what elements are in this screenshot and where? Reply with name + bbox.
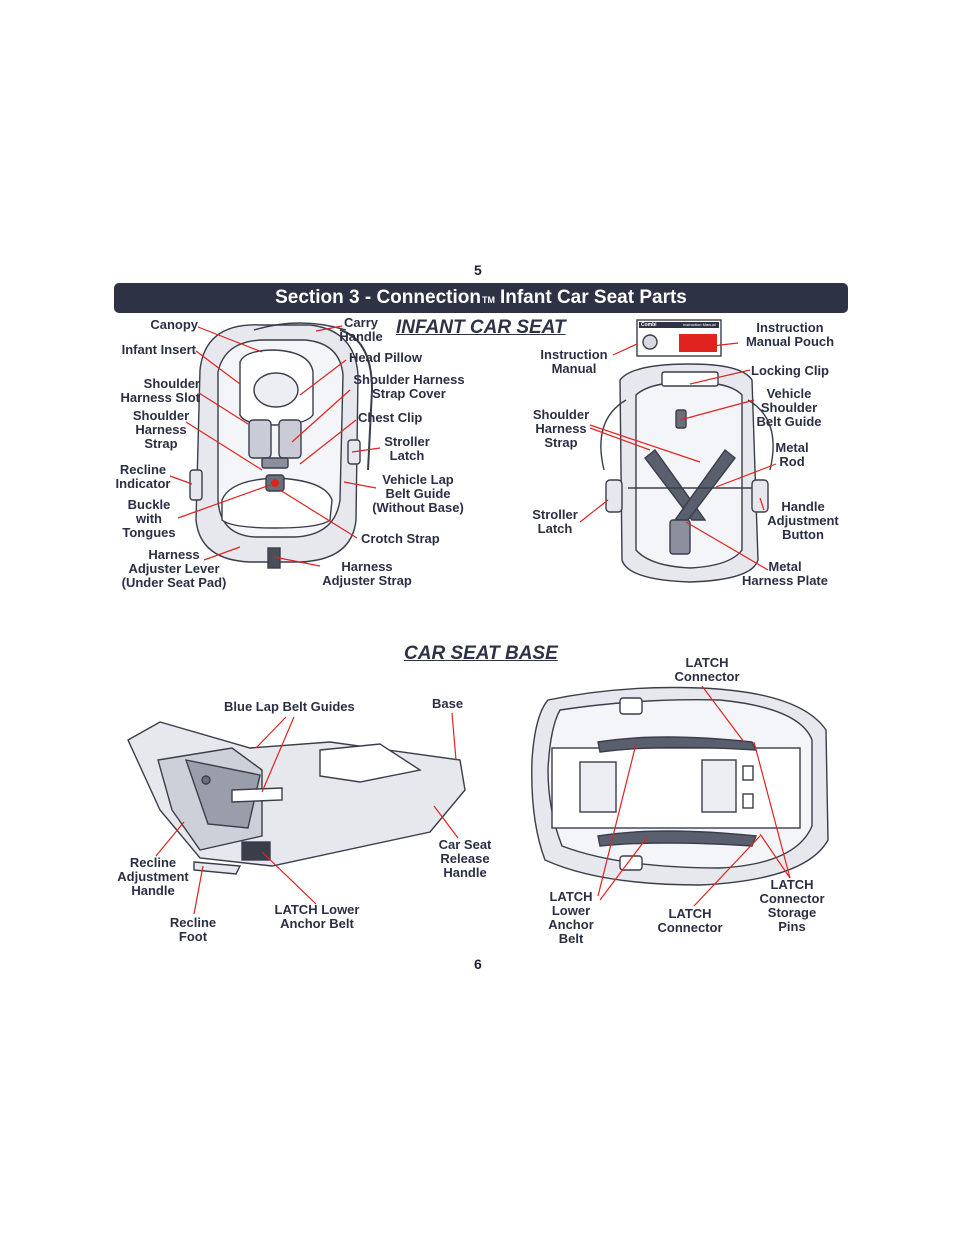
label-back-stroller-latch: Stroller Latch: [532, 507, 578, 536]
label-instruction-manual: Instruction Manual: [540, 347, 608, 376]
label-canopy: Canopy: [150, 317, 198, 332]
label-crotch-strap: Crotch Strap: [361, 531, 440, 546]
label-recline-adjustment-handle: Recline Adjustment Handle: [117, 855, 189, 898]
label-carry-handle: Carry Handle: [339, 315, 383, 344]
label-instruction-manual-pouch: Instruction Manual Pouch: [745, 320, 835, 349]
page-number-top: 5: [474, 262, 482, 278]
manual-title: Instruction Manual: [683, 322, 716, 327]
label-blue-lap-belt-guides: Blue Lap Belt Guides: [224, 699, 355, 714]
label-harness-adjuster-lever: Harness Adjuster Lever (Under Seat Pad): [121, 547, 227, 590]
label-locking-clip: Locking Clip: [751, 363, 829, 378]
label-vehicle-lap-belt-guide: Vehicle Lap Belt Guide (Without Base): [372, 472, 464, 515]
base-side-illustration: [127, 721, 466, 875]
label-shoulder-harness-strap-cover: Shoulder Harness Strap Cover: [353, 372, 465, 401]
section-banner: Section 3 - Connection TM Infant Car Sea…: [114, 283, 848, 313]
label-recline-indicator: Recline Indicator: [115, 462, 171, 491]
label-metal-harness-plate: Metal Harness Plate: [742, 559, 828, 588]
label-stroller-latch: Stroller Latch: [384, 434, 430, 463]
label-vehicle-shoulder-belt-guide: Vehicle Shoulder Belt Guide: [756, 386, 822, 429]
label-chest-clip: Chest Clip: [358, 410, 423, 425]
trademark-mark: TM: [481, 295, 495, 305]
label-buckle-with-tongues: Buckle with Tongues: [122, 497, 176, 540]
label-bottom-latch-lower-anchor-belt: LATCH Lower Anchor Belt: [548, 889, 594, 946]
label-handle-adjustment-button: Handle Adjustment Button: [767, 499, 839, 542]
infant-seat-front-illustration: [189, 322, 374, 569]
label-harness-adjuster-strap: Harness Adjuster Strap: [322, 559, 412, 588]
label-latch-connector-storage-pins: LATCH Connector Storage Pins: [759, 877, 825, 934]
label-car-seat-release-handle: Car Seat Release Handle: [438, 837, 492, 880]
instruction-manual-thumbnail: [636, 319, 722, 357]
base-bottom-illustration: [531, 686, 829, 886]
leader-lines: [155, 325, 791, 915]
banner-title: Section 3 - Connection: [275, 287, 481, 308]
banner-subtitle: Infant Car Seat Parts: [499, 287, 687, 308]
manual-brand: Combi: [641, 322, 657, 328]
label-latch-connector-top: LATCH Connector: [674, 655, 740, 684]
label-shoulder-harness-slot: Shoulder Harness Slot: [120, 376, 200, 405]
label-head-pillow: Head Pillow: [349, 350, 422, 365]
label-shoulder-harness-strap: Shoulder Harness Strap: [132, 408, 190, 451]
label-back-shoulder-harness-strap: Shoulder Harness Strap: [532, 407, 590, 450]
infant-seat-back-illustration: [600, 363, 774, 583]
label-base: Base: [432, 696, 464, 711]
label-recline-foot: Recline Foot: [169, 915, 217, 944]
page-number-bottom: 6: [474, 956, 482, 972]
infant-car-seat-heading: INFANT CAR SEAT: [396, 317, 566, 338]
label-metal-rod: Metal Rod: [775, 440, 809, 469]
label-infant-insert: Infant Insert: [121, 342, 196, 357]
label-latch-lower-anchor-belt: LATCH Lower Anchor Belt: [274, 902, 360, 931]
car-seat-base-heading: CAR SEAT BASE: [404, 643, 558, 664]
label-latch-connector-bottom: LATCH Connector: [657, 906, 723, 935]
